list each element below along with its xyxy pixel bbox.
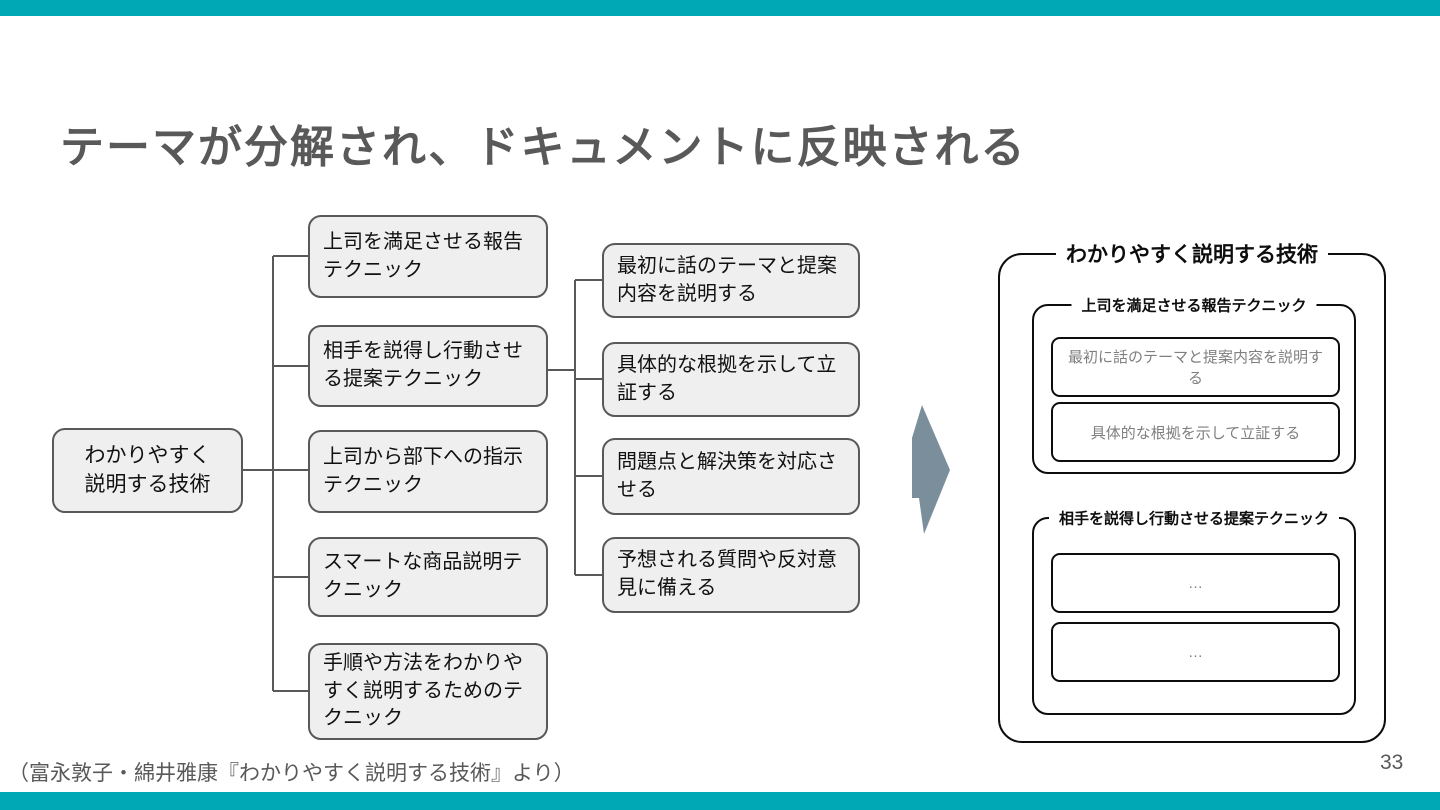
- tree-level1-label-5: 手順や方法をわかりやすく説明するためのテクニック: [323, 652, 523, 730]
- document-section-1: 上司を満足させる報告テクニック 最初に話のテーマと提案内容を説明する 具体的な根…: [1032, 294, 1356, 474]
- document-section-1-title: 上司を満足させる報告テクニック: [1071, 294, 1317, 316]
- tree-level2-label-3: 問題点と解決策を対応させる: [617, 450, 837, 501]
- tree-level1-box-3: 上司から部下への指示テクニック: [308, 430, 548, 513]
- document-section-1-item-1-text: 最初に話のテーマと提案内容を説明する: [1067, 349, 1323, 387]
- tree-level2-box-4: 予想される質問や反対意見に備える: [602, 537, 860, 613]
- document-outline-panel: わかりやすく説明する技術 上司を満足させる報告テクニック 最初に話のテーマと提案…: [998, 238, 1386, 743]
- slide-title: テーマが分解され、ドキュメントに反映される: [60, 123, 1027, 173]
- tree-level1-label-2: 相手を説得し行動させる提案テクニック: [323, 340, 523, 390]
- tree-level1-box-2: 相手を説得し行動させる提案テクニック: [308, 325, 548, 407]
- tree-level1-box-1: 上司を満足させる報告テクニック: [308, 215, 548, 298]
- document-section-2-item-1: …: [1051, 553, 1340, 613]
- tree-level2-label-4: 予想される質問や反対意見に備える: [617, 549, 837, 599]
- tree-root-label-line2: 説明する技術: [84, 472, 211, 496]
- bottom-accent-bar: [0, 792, 1440, 810]
- tree-level2-label-1: 最初に話のテーマと提案内容を説明する: [617, 254, 837, 305]
- document-title: わかりやすく説明する技術: [1056, 238, 1328, 269]
- document-section-2: 相手を説得し行動させる提案テクニック … …: [1032, 507, 1356, 715]
- tree-level2-box-1: 最初に話のテーマと提案内容を説明する: [602, 243, 860, 318]
- top-accent-bar: [0, 0, 1440, 16]
- document-section-1-item-2-text: 具体的な根拠を示して立証する: [1090, 424, 1301, 442]
- document-section-2-title: 相手を説得し行動させる提案テクニック: [1048, 507, 1340, 529]
- document-section-2-item-2-text: …: [1188, 643, 1203, 661]
- citation-text: （富永敦子・綿井雅康『わかりやすく説明する技術』より）: [8, 762, 575, 785]
- document-section-1-item-2: 具体的な根拠を示して立証する: [1051, 402, 1340, 462]
- tree-level1-label-4: スマートな商品説明テクニック: [323, 551, 523, 601]
- tree-root-label-line1: わかりやすく: [84, 443, 211, 467]
- tree-level1-box-5: 手順や方法をわかりやすく説明するためのテクニック: [308, 643, 548, 740]
- tree-level2-box-2: 具体的な根拠を示して立証する: [602, 342, 860, 417]
- tree-level1-label-1: 上司を満足させる報告テクニック: [323, 230, 523, 281]
- tree-level1-label-3: 上司から部下への指示テクニック: [323, 445, 523, 496]
- tree-level2-box-3: 問題点と解決策を対応させる: [602, 438, 860, 515]
- document-section-1-item-1: 最初に話のテーマと提案内容を説明する: [1051, 337, 1340, 397]
- document-section-2-item-1-text: …: [1188, 574, 1203, 592]
- tree-level2-label-2: 具体的な根拠を示して立証する: [617, 353, 837, 404]
- tree-level1-box-4: スマートな商品説明テクニック: [308, 537, 548, 617]
- document-section-2-item-2: …: [1051, 622, 1340, 682]
- page-number: 33: [1380, 751, 1404, 774]
- transform-arrow-icon: [912, 405, 950, 534]
- tree-root-box: わかりやすく 説明する技術: [52, 428, 243, 513]
